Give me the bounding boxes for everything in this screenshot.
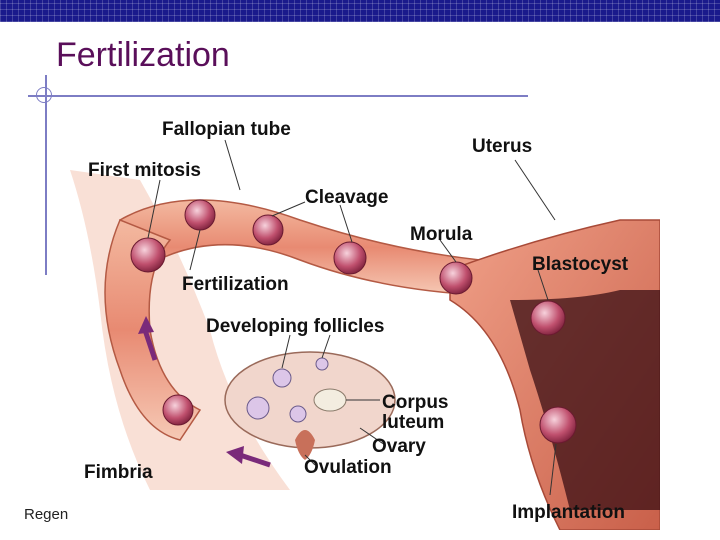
label-implantation: Implantation [512, 502, 625, 523]
header-bar [0, 0, 720, 22]
follicle [272, 368, 292, 388]
footer-text: Regen [24, 506, 69, 523]
label-cleavage: Cleavage [305, 187, 388, 208]
label-first-mitosis: First mitosis [88, 160, 201, 181]
label-developing-follicles: Developing follicles [206, 316, 384, 337]
crosshair-ornament [36, 87, 52, 103]
title-rule-horizontal [28, 95, 528, 97]
leader-line [281, 334, 331, 369]
label-fimbria: Fimbria [84, 462, 153, 483]
leader-line [514, 159, 556, 221]
title-rule-vertical [45, 75, 47, 275]
leader-line [304, 454, 316, 466]
cleavage-cell [333, 241, 367, 275]
fertilization-diagram: Fallopian tube Uterus First mitosis Clea… [70, 119, 660, 530]
header-bar-pattern [0, 0, 720, 22]
label-luteum: luteum [382, 412, 444, 433]
follicle [315, 357, 329, 371]
leader-line [537, 269, 549, 301]
follicle [289, 405, 307, 423]
zygote-first-mitosis [130, 237, 166, 273]
label-uterus: Uterus [472, 136, 532, 157]
leader-line [439, 239, 457, 263]
corpus-luteum [313, 388, 347, 412]
uterine-cavity [510, 290, 660, 510]
blastocyst [530, 300, 566, 336]
ovulating-follicle [295, 430, 315, 460]
leader-line [271, 201, 353, 243]
cleavage-cell [252, 214, 284, 246]
label-ovary: Ovary [372, 436, 426, 457]
leader-line [224, 139, 241, 191]
arrowhead [138, 316, 154, 334]
arrowhead [226, 446, 244, 464]
follicle [246, 396, 270, 420]
leader-line [359, 427, 386, 446]
label-ovulation: Ovulation [304, 457, 392, 478]
morula [439, 261, 473, 295]
label-blastocyst: Blastocyst [532, 254, 629, 275]
movement-arrow [142, 329, 158, 361]
label-morula: Morula [410, 224, 473, 245]
label-fallopian-tube: Fallopian tube [162, 119, 291, 140]
leader-line [189, 229, 201, 271]
tube-descending [104, 219, 202, 441]
label-corpus: Corpus [382, 392, 449, 413]
slide-title: Fertilization [56, 36, 230, 74]
leader-line [549, 443, 557, 496]
movement-arrow [239, 452, 271, 468]
leader-line [147, 179, 161, 239]
fertilization-egg [184, 199, 216, 231]
ovulated-egg [162, 394, 194, 426]
label-fertilization: Fertilization [182, 274, 289, 295]
implanting-embryo [539, 406, 577, 444]
